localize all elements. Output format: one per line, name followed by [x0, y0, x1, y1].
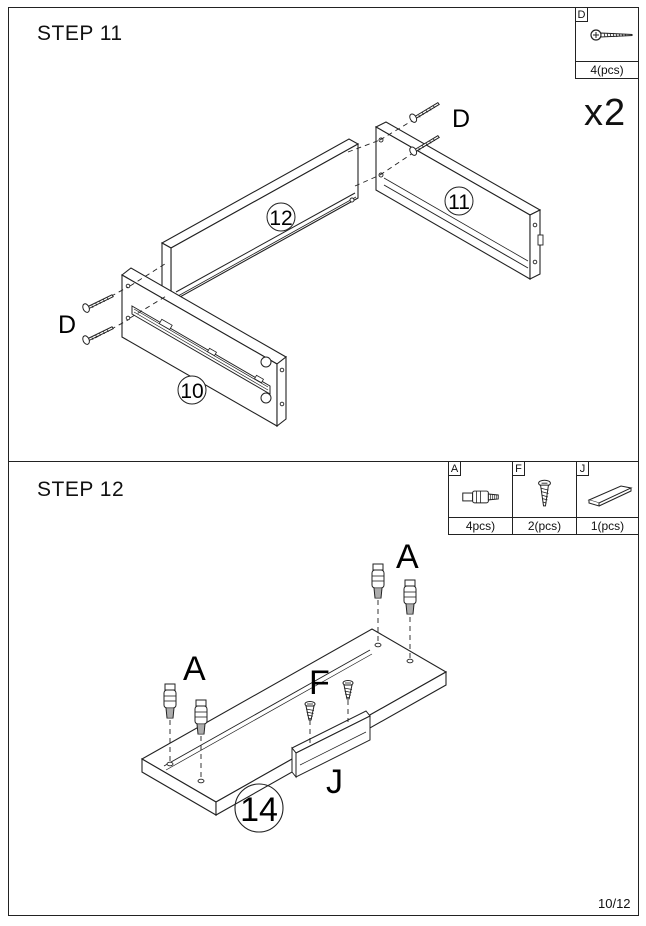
callout-label-14: 14 — [240, 791, 278, 829]
cam-dowel-a-right-1 — [371, 563, 385, 599]
insertion-guides — [169, 600, 411, 781]
dowel-label-a-right: A — [396, 538, 419, 576]
callout-circle-12 — [266, 202, 296, 232]
cam-dowel-a-left-1 — [163, 683, 177, 719]
dowel-label-a-left: A — [183, 650, 206, 688]
cam-dowel-icon — [462, 490, 499, 504]
part-letter: F — [513, 462, 525, 476]
part-quantity: 4(pcs) — [576, 61, 638, 78]
part-cell-a: A 4pcs) — [449, 462, 513, 534]
cam-dowel-a-right-2 — [403, 579, 417, 615]
callout-label-12: 12 — [269, 207, 292, 230]
screw-d-top-1 — [406, 101, 443, 125]
part-cell-j: J 1(pcs) — [577, 462, 638, 534]
part-cell-f: F 2(pcs) — [513, 462, 577, 534]
panel-10 — [121, 267, 287, 428]
step-12-title: STEP 12 — [37, 478, 125, 501]
part-letter: A — [449, 462, 461, 476]
step-11-title: STEP 11 — [37, 22, 123, 45]
screw-icon — [590, 29, 633, 41]
callout-label-10: 10 — [180, 380, 203, 403]
part-letter: D — [576, 8, 588, 22]
step-divider — [8, 461, 639, 462]
part-quantity: 2(pcs) — [513, 517, 576, 534]
callout-circle-14 — [234, 783, 284, 833]
screw-label-f: F — [309, 664, 330, 702]
step-11-parts-box: D 4(pcs) — [575, 7, 639, 79]
bracket-label-j: J — [326, 763, 343, 801]
callout-label-11: 11 — [448, 191, 470, 214]
screw-d-left-1 — [80, 294, 115, 315]
wood-screw-icon — [538, 479, 551, 507]
panel-12 — [160, 138, 360, 303]
part-quantity: 4pcs) — [449, 517, 512, 534]
screw-label-d-left: D — [58, 311, 76, 339]
page-number: 10/12 — [598, 896, 631, 911]
bracket-icon — [587, 485, 633, 507]
part-quantity: 1(pcs) — [577, 517, 638, 534]
part-cell-d: D 4(pcs) — [576, 8, 638, 78]
screw-d-left-2 — [80, 326, 115, 347]
step-12-parts-box: A 4pcs) F 2(pcs) J 1(pcs) — [448, 461, 639, 535]
callout-circle-10 — [177, 375, 207, 405]
bracket-j — [291, 710, 371, 779]
screw-label-d-top: D — [452, 105, 470, 133]
quantity-multiplier: x2 — [584, 92, 627, 134]
part-letter: J — [577, 462, 589, 476]
callout-circle-11 — [444, 186, 474, 216]
